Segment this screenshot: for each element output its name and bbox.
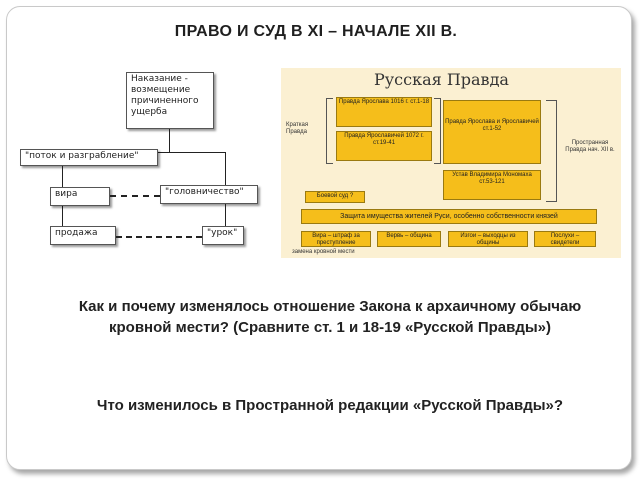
connector-line [62,166,63,188]
question-long-edition: Что изменилось в Пространной редакции «Р… [96,397,564,414]
vira-box: вира [50,187,110,206]
long-pravda-label: Пространная Правда нач. XII в. [565,140,615,153]
pravda-yaroslavichey-box: Правда Ярославичей 1072 г. ст.19-41 [336,131,432,161]
vira-definition-box: Вира – штраф за преступление [301,231,371,247]
golovnichestvo-box: "головничество" [160,185,258,204]
court-box: Боевой суд ? [305,191,365,203]
ustav-monomakha-box: Устав Владимира Мономаха ст.53-121 [443,170,541,200]
short-pravda-label: Краткая Правда [286,122,309,135]
left-brace [326,98,333,164]
connector-line [95,152,225,153]
right-brace-outer [546,100,557,202]
urok-box: "урок" [202,226,244,245]
connector-line [62,206,63,226]
right-brace-inner [434,98,441,164]
dashed-link [116,236,202,238]
diagram-title: Русская Правда [374,70,509,89]
connector-line [225,152,226,185]
pravda-ya-and-ya-box: Правда Ярослава и Ярославичей ст.1-52 [443,100,541,164]
connector-line [225,204,226,226]
question-blood-feud: Как и почему изменялось отношение Закона… [78,298,582,336]
punishment-box: Наказание - возмещение причиненного ущер… [126,72,214,129]
poslukhi-definition-box: Послухи – свидетели [534,231,596,247]
blood-feud-note: замена кровной мести [292,249,355,255]
verv-definition-box: Вервь – община [377,231,441,247]
prodazha-box: продажа [50,226,116,245]
izgoi-definition-box: Изгои – выходцы из общины [448,231,528,247]
slide-title: ПРАВО И СУД В XI – НАЧАЛЕ XII В. [174,23,458,40]
connector-line [169,129,170,152]
dashed-link [110,195,160,197]
protection-box: Защита имущества жителей Руси, особенно … [301,209,597,224]
flood-box: "поток и разграбление" [20,149,158,166]
pravda-yaroslava-box: Правда Ярослава 1016 г. ст.1-18 [336,97,432,127]
